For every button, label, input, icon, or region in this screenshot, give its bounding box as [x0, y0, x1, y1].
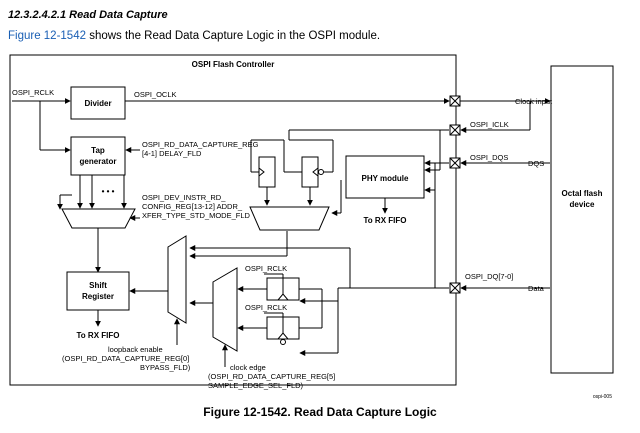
- loopback-label-2: (OSPI_RD_DATA_CAPTURE_REG[0]: [62, 354, 189, 363]
- iclk-label: OSPI_ICLK: [470, 120, 509, 129]
- pin-data: Data: [528, 284, 545, 293]
- shift-register-block: [66, 271, 130, 311]
- intro-paragraph: Figure 12-1542 shows the Read Data Captu…: [8, 30, 380, 42]
- rx-fifo-phy-label: To RX FIFO: [364, 216, 407, 225]
- clock-edge-mux: [212, 267, 238, 352]
- section-number: 12.3.2.4.2.1: [8, 9, 67, 21]
- octal-flash-device: [550, 65, 614, 374]
- shift-register-label-1: Shift: [89, 281, 107, 290]
- device-label-2: device: [570, 200, 595, 209]
- tap-select-mux: [61, 208, 136, 229]
- pin-dqs: DQS: [528, 159, 544, 168]
- section-title: Read Data Capture: [69, 9, 168, 21]
- pad-data: [449, 282, 461, 294]
- cfg-reg-label-3: XFER_TYPE_STD_MODE_FLD: [142, 211, 251, 220]
- pad-dqs: [449, 157, 461, 169]
- delay-reg-label-2: [4-1] DELAY_FLD: [142, 149, 202, 158]
- pin-clock-input: Clock input: [515, 97, 553, 106]
- shift-register-label-2: Register: [82, 292, 114, 301]
- cfg-reg-label-2: CONFIG_REG[13-12] ADDR_: [142, 202, 243, 211]
- pad-clock: [449, 95, 461, 107]
- loopback-mux: [167, 235, 187, 324]
- tap-generator-label-2: generator: [80, 157, 117, 166]
- phy-module-label: PHY module: [362, 174, 410, 183]
- clock-edge-label-3: SAMPLE_EDGE_SEL_FLD): [208, 381, 304, 390]
- dq-label: OSPI_DQ[7-0]: [465, 272, 513, 281]
- cfg-reg-label-1: OSPI_DEV_INSTR_RD_: [142, 193, 226, 202]
- pad-iclk: [449, 124, 461, 136]
- device-label-1: Octal flash: [562, 189, 603, 198]
- divider-block: [70, 86, 126, 120]
- dqs-label: OSPI_DQS: [470, 153, 508, 162]
- delay-flipflop-2: [301, 156, 319, 188]
- loopback-label-3: BYPASS_FLD): [140, 363, 191, 372]
- figure-id: ospi-005: [593, 394, 612, 400]
- delay-reg-label-1: OSPI_RD_DATA_CAPTURE_REG: [142, 140, 259, 149]
- ff1-clock-label: OSPI_RCLK: [245, 264, 287, 273]
- loopback-label-1: loopback enable: [108, 345, 163, 354]
- intro-text: shows the Read Data Capture Logic in the…: [86, 30, 381, 42]
- figure-caption: Figure 12-1542. Read Data Capture Logic: [203, 405, 437, 419]
- rclk-input-label: OSPI_RCLK: [12, 88, 54, 97]
- capture-select-mux: [249, 206, 330, 231]
- oclk-label: OSPI_OCLK: [134, 90, 177, 99]
- controller-title: OSPI Flash Controller: [192, 60, 275, 69]
- tap-generator-label-1: Tap: [91, 146, 105, 155]
- ff2-clock-label: OSPI_RCLK: [245, 303, 287, 312]
- tap-generator-block: [70, 136, 126, 176]
- divider-label: Divider: [84, 99, 111, 108]
- clock-edge-label-1: clock edge: [230, 363, 266, 372]
- rx-fifo-shift-label: To RX FIFO: [77, 331, 120, 340]
- clock-edge-label-2: (OSPI_RD_DATA_CAPTURE_REG[5]: [208, 372, 335, 381]
- delay-flipflop-1: [258, 156, 276, 188]
- tap-dots: • • •: [102, 187, 115, 196]
- figure-link[interactable]: Figure 12-1542: [8, 30, 86, 42]
- section-heading: 12.3.2.4.2.1 Read Data Capture: [8, 9, 168, 21]
